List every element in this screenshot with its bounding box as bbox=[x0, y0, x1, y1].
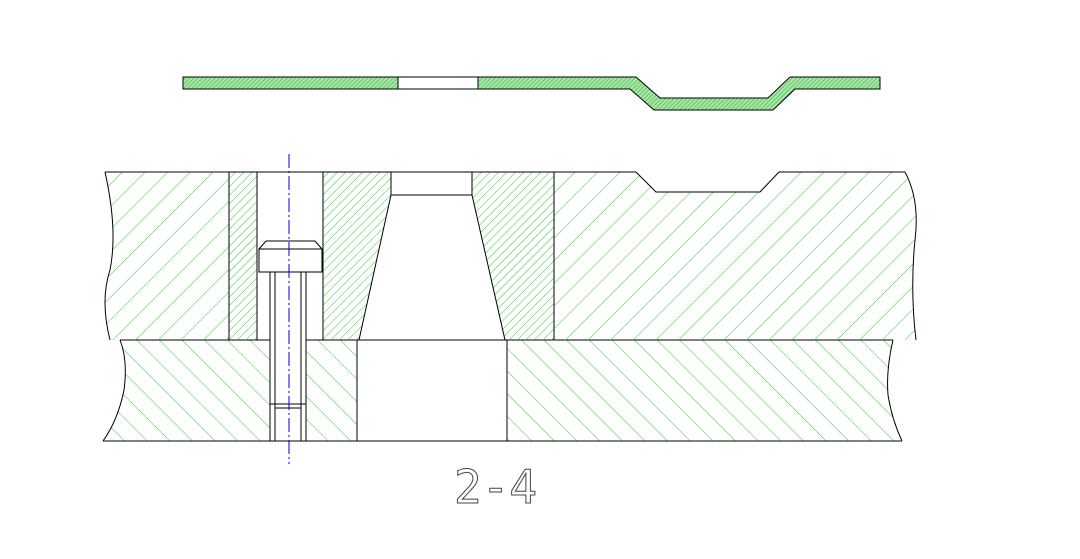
strip-pierced-hole bbox=[397, 76, 479, 90]
strip-left-segment bbox=[182, 76, 399, 90]
lower-plate-right bbox=[507, 340, 902, 441]
upper-plate-outline bbox=[104, 171, 917, 341]
upper-plate-right bbox=[554, 172, 917, 340]
upper-die-plate bbox=[104, 171, 917, 341]
screw-thread-lines bbox=[270, 272, 306, 441]
screw-shank bbox=[269, 271, 307, 442]
strip-right-segment bbox=[477, 76, 881, 111]
workpiece-strip bbox=[182, 76, 881, 111]
screw-head bbox=[258, 240, 323, 273]
die-insert-left-2 bbox=[323, 172, 391, 340]
lower-plate-mid-left bbox=[306, 340, 357, 441]
cap-screw bbox=[256, 154, 324, 464]
lower-plate-left bbox=[103, 340, 270, 441]
die-insert-left bbox=[229, 172, 257, 340]
figure-caption: 2-4 bbox=[454, 460, 537, 514]
lower-die-plate bbox=[102, 339, 903, 442]
die-insert-right bbox=[472, 172, 554, 340]
counterbore-walls bbox=[256, 243, 324, 340]
upper-plate-left bbox=[105, 172, 229, 340]
